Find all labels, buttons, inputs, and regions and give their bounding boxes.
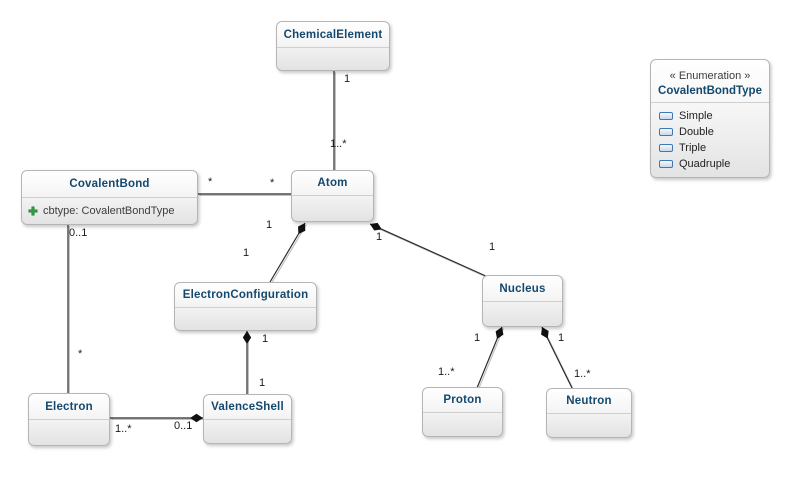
edge-electronconfiguration-valenceshell[interactable] — [242, 331, 252, 396]
composition-diamond-icon — [495, 327, 504, 340]
enum-literal-row[interactable]: Quadruple — [651, 158, 769, 170]
multiplicity-label: 1..* — [330, 138, 347, 150]
edge-nucleus-neutron[interactable] — [541, 326, 574, 390]
class-name: ChemicalElement — [283, 28, 383, 41]
enum-literal-row[interactable]: Double — [651, 126, 769, 138]
attribute-row[interactable]: cbtype: CovalentBondType — [22, 205, 197, 217]
multiplicity-label: 1 — [489, 241, 496, 253]
multiplicity-label: 0..1 — [69, 227, 88, 239]
multiplicity-label: 0..1 — [174, 420, 193, 432]
composition-diamond-icon — [298, 223, 306, 235]
class-node-electron[interactable]: Electron — [28, 393, 110, 446]
class-name: Neutron — [566, 395, 612, 407]
edge-nucleus-proton[interactable] — [476, 326, 504, 390]
enum-literal-icon — [659, 112, 673, 120]
composition-diamond-icon — [242, 331, 252, 344]
multiplicity-label: * — [78, 348, 83, 360]
class-name: Nucleus — [499, 282, 546, 295]
multiplicity-label: * — [270, 177, 275, 189]
class-node-neutron[interactable]: Neutron — [546, 388, 632, 438]
edge-covalentbond-atom[interactable] — [198, 193, 293, 196]
composition-diamond-icon — [190, 413, 203, 423]
class-body — [277, 48, 389, 70]
class-body — [29, 420, 109, 445]
enum-literal-icon — [659, 144, 673, 152]
enum-literal-label: Quadruple — [679, 158, 731, 170]
edge-atom-electronconfiguration[interactable] — [269, 222, 307, 284]
multiplicity-label: * — [208, 176, 213, 188]
class-body — [292, 196, 373, 221]
class-name: Proton — [443, 394, 482, 406]
multiplicity-label: 1..* — [574, 368, 591, 380]
class-body — [175, 308, 316, 330]
multiplicity-label: 1 — [266, 219, 273, 231]
class-body: cbtype: CovalentBondType — [22, 198, 197, 224]
edge-covalentbond-electron[interactable] — [67, 225, 71, 395]
multiplicity-label: 1 — [344, 73, 351, 85]
class-name: CovalentBond — [69, 178, 150, 190]
class-node-chemicalelement[interactable]: ChemicalElement — [276, 21, 390, 71]
enumeration-name: CovalentBondType — [658, 84, 762, 97]
class-name: Atom — [317, 177, 348, 189]
class-name: ValenceShell — [211, 401, 284, 413]
class-body — [483, 302, 562, 326]
class-body — [423, 413, 502, 436]
edge-valenceshell-electron[interactable] — [110, 413, 205, 423]
multiplicity-label: 1 — [243, 247, 250, 259]
class-body — [547, 414, 631, 437]
enum-literal-label: Simple — [679, 110, 713, 122]
multiplicity-label: 1..* — [438, 366, 455, 378]
enum-literal-row[interactable]: Triple — [651, 142, 769, 154]
multiplicity-label: 1 — [376, 231, 383, 243]
edge-atom-nucleus[interactable] — [369, 222, 490, 279]
enum-literal-label: Triple — [679, 142, 707, 154]
composition-diamond-icon — [370, 222, 382, 231]
attribute-text: cbtype: CovalentBondType — [43, 205, 175, 217]
class-node-proton[interactable]: Proton — [422, 387, 503, 437]
class-node-nucleus[interactable]: Nucleus — [482, 275, 563, 327]
class-name: Electron — [45, 400, 93, 413]
class-node-electronconfiguration[interactable]: ElectronConfiguration — [174, 282, 317, 331]
enum-literal-row[interactable]: Simple — [651, 110, 769, 122]
class-node-valenceshell[interactable]: ValenceShell — [203, 394, 292, 444]
enum-literal-label: Double — [679, 126, 714, 138]
enum-literal-icon — [659, 128, 673, 136]
class-body — [204, 420, 291, 443]
multiplicity-label: 1..* — [115, 423, 132, 435]
stereotype-label: « Enumeration » — [669, 69, 751, 82]
class-node-covalentbond[interactable]: CovalentBond cbtype: CovalentBondType — [21, 170, 198, 225]
class-node-atom[interactable]: Atom — [291, 170, 374, 222]
public-attribute-icon — [28, 206, 38, 216]
multiplicity-label: 1 — [262, 333, 269, 345]
class-name: ElectronConfiguration — [182, 289, 309, 301]
multiplicity-label: 1 — [558, 332, 565, 344]
multiplicity-label: 1 — [474, 332, 481, 344]
edge-chemicalelement-atom[interactable] — [333, 71, 336, 172]
enum-literal-icon — [659, 160, 673, 168]
multiplicity-label: 1 — [259, 377, 266, 389]
composition-diamond-icon — [541, 327, 549, 339]
